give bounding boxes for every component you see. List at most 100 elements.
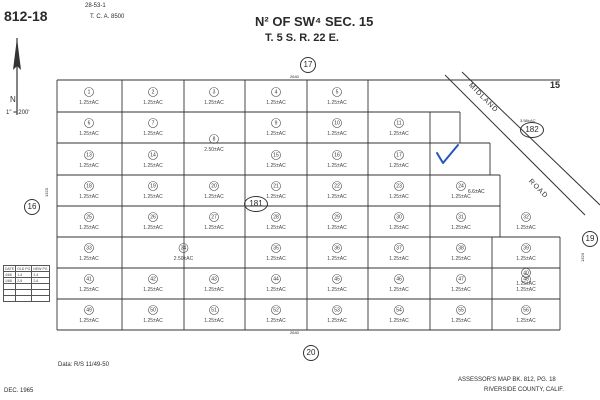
parcel: 82.50±AC [204, 134, 224, 153]
parcel-acreage: 1.25±AC [389, 163, 409, 169]
parcel: 211.25±AC [266, 181, 286, 200]
svg-text:N: N [10, 95, 16, 104]
parcel-circle [271, 305, 281, 315]
parcel-number: 8 [213, 137, 216, 143]
parcel-circle [84, 118, 94, 128]
parcel-circle [271, 243, 281, 253]
parcel-acreage: 1.25±AC [266, 163, 286, 169]
parcel: 28 1.25±AC [266, 212, 286, 231]
parcel-number: 5 [336, 90, 339, 96]
parcel-number: 4 [275, 90, 278, 96]
parcel-circle [209, 305, 219, 315]
parcel: 181.25±AC [79, 181, 99, 200]
assessor-line-2: RIVERSIDE COUNTY, CALIF. [484, 387, 564, 393]
parcel: 401.25±AC [516, 267, 536, 287]
tca-label: T. C. A. 8500 [90, 14, 125, 20]
parcel-circle [209, 212, 219, 222]
parcel: 331.25±AC [79, 243, 99, 262]
parcel-acreage: 1.25±AC [266, 287, 286, 293]
parcel-circle [394, 305, 404, 315]
parcel: 251.25±AC [79, 212, 99, 231]
parcel-acreage: 1.25±AC [516, 281, 536, 287]
parcel-circle [271, 212, 281, 222]
parcel-acreage: 1.25±AC [79, 287, 99, 293]
parcel-acreage: 1.25±AC [143, 163, 163, 169]
parcel-circle [394, 181, 404, 191]
parcel: 551.25±AC [451, 305, 471, 324]
parcel-number: 54 [396, 308, 402, 314]
history-cell [2, 295, 17, 302]
parcel-acreage: 1.25±AC [516, 318, 536, 324]
parcel-number: 51 [211, 308, 217, 314]
parcel-number: 42 [150, 277, 156, 283]
history-cell [31, 295, 50, 302]
parcel-number: 30 [396, 215, 402, 221]
parcel-circle [271, 181, 281, 191]
parcel: 51.25±AC [327, 87, 347, 106]
parcel-acreage: 1.25±AC [451, 225, 471, 231]
parcel-acreage: 1.25±AC [327, 318, 347, 324]
parcel: 491.25±AC [79, 305, 99, 324]
parcel-circle [84, 305, 94, 315]
parcel-number: 14 [150, 153, 156, 159]
parcel-circle [456, 181, 466, 191]
parcel: 191.25±AC [143, 181, 163, 200]
parcel: 541.25±AC [389, 305, 409, 324]
parcel-circle [271, 150, 281, 160]
parcel-number: 44 [273, 277, 279, 283]
parcel-number: 26 [150, 215, 156, 221]
parcel-acreage: 1.25±AC [143, 100, 163, 106]
parcel-circle [456, 243, 466, 253]
parcel-acreage: 1.25±AC [327, 194, 347, 200]
parcel-number: 20 [211, 184, 217, 190]
parcel-circle [332, 212, 342, 222]
block-182: 182 [520, 122, 544, 138]
parcel: 291.25±AC [327, 212, 347, 231]
block-181: 181 [244, 196, 268, 212]
parcel: 321.25±AC [516, 212, 536, 231]
parcel-number: 46 [396, 277, 402, 283]
parcel-circle [148, 181, 158, 191]
parcel: 11.25±AC [79, 87, 99, 106]
parcel-number: 43 [211, 277, 217, 283]
parcel-acreage: 1.25±AC [327, 287, 347, 293]
parcel-circle [84, 274, 94, 284]
parcel-acreage: 1.25±AC [389, 287, 409, 293]
parcel-circle [332, 305, 342, 315]
parcel-circle [148, 150, 158, 160]
parcel-acreage: 1.25±AC [389, 225, 409, 231]
parcel: 41 1.25±AC [79, 274, 99, 293]
parcel: 481.25±AC [516, 274, 536, 293]
parcel-number: 3 [213, 90, 216, 96]
parcel: 421.25±AC [143, 274, 163, 293]
parcel-circle [394, 274, 404, 284]
parcel-number: 17 [396, 153, 402, 159]
parcel-number: 24 [458, 184, 464, 190]
parcel-acreage: 1.25±AC [143, 131, 163, 137]
parcel-circle [148, 305, 158, 315]
parcel-number: 32 [523, 215, 529, 221]
parcel: 371.25±AC [389, 243, 409, 262]
parcel-number: 28 [273, 215, 279, 221]
parcel: 231.25±AC [389, 181, 409, 200]
parcel-acreage: 1.25±AC [266, 256, 286, 262]
parcel-circle [521, 243, 531, 253]
adjacent-section-right: 19 [582, 231, 598, 247]
parcel-number: 9 [275, 121, 278, 127]
parcel-number: 2 [152, 90, 155, 96]
parcel-number: 37 [396, 246, 402, 252]
parcel-circle [271, 274, 281, 284]
parcel-number: 13 [86, 153, 92, 159]
parcel-number: 56 [523, 308, 529, 314]
parcel-grid [56, 71, 600, 331]
parcel: 391.25±AC [516, 243, 536, 262]
parcel: 61.25±AC [79, 118, 99, 137]
parcel-circle [271, 87, 281, 97]
parcel-acreage: 1.25±AC [266, 225, 286, 231]
parcel-number: 41 [86, 277, 92, 283]
parcel-circle [148, 212, 158, 222]
parcel-number: 39 [523, 246, 529, 252]
parcel: 361.25±AC [327, 243, 347, 262]
parcel: 431.25±AC [204, 274, 224, 293]
